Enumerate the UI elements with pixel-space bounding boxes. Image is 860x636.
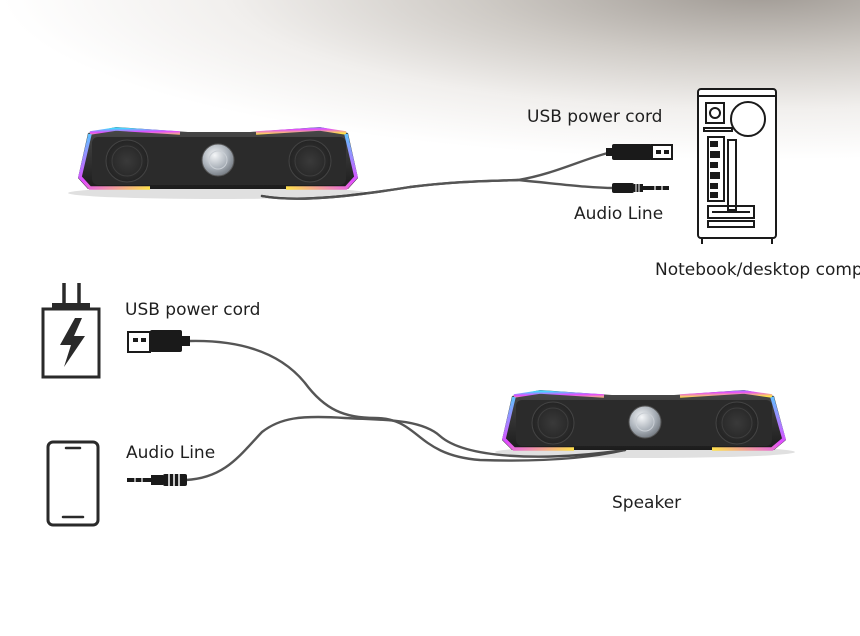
bottom-speaker	[495, 390, 795, 458]
top-speaker-volume-knob	[201, 143, 235, 177]
bottom-speaker-right-rgb	[712, 396, 786, 451]
usb-power-cord-label-bottom: USB power cord	[125, 300, 261, 320]
bottom-audio-jack-icon	[127, 474, 187, 486]
bottom-audio-cable	[184, 415, 627, 482]
wall-charger-icon	[41, 283, 101, 379]
usb-power-cord-label-top: USB power cord	[527, 107, 663, 127]
top-cables	[260, 150, 616, 200]
bottom-speaker-volume-knob	[628, 405, 662, 439]
bottom-usb-cable	[188, 339, 627, 462]
top-audio-cable	[260, 178, 616, 200]
top-speaker	[68, 127, 368, 199]
bottom-cables	[184, 339, 627, 482]
speaker-label: Speaker	[612, 493, 682, 513]
top-speaker-right-rgb	[286, 133, 358, 190]
top-usb-plug-icon	[606, 144, 673, 160]
smartphone-icon	[46, 440, 100, 527]
bottom-usb-plug-icon	[127, 330, 190, 353]
desktop-tower-icon	[697, 88, 777, 244]
audio-line-label-bottom: Audio Line	[126, 443, 216, 463]
bottom-speaker-left-rgb	[502, 396, 574, 451]
lightning-bolt-icon	[60, 318, 85, 367]
computer-label: Notebook/desktop computer	[655, 260, 860, 280]
top-speaker-left-rgb	[78, 133, 150, 190]
audio-line-label-top: Audio Line	[574, 204, 664, 224]
top-audio-jack-icon	[612, 183, 669, 193]
